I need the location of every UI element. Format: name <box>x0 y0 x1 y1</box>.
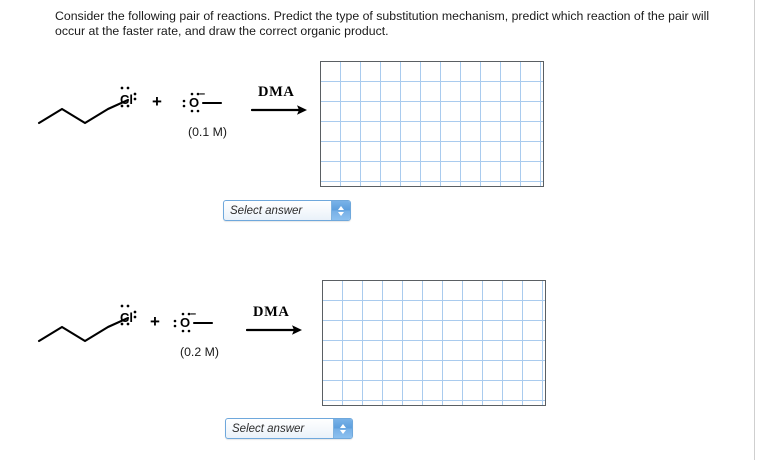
select-answer-1-spinner[interactable] <box>331 201 350 220</box>
solvent-label-2: DMA <box>253 304 290 320</box>
leaving-group-label-2: Cl <box>120 310 133 325</box>
chevron-up-icon[interactable] <box>340 423 346 428</box>
product-drawing-grid-2[interactable] <box>322 280 546 406</box>
chevron-down-icon[interactable] <box>338 211 344 216</box>
product-drawing-grid-1[interactable] <box>320 61 544 187</box>
nucleophile-charge-1: – <box>199 88 206 100</box>
reaction-arrow-1 <box>251 105 307 115</box>
nucleophile-concentration-1: (0.1 M) <box>188 125 227 139</box>
substrate-structure-1 <box>37 98 130 125</box>
nucleophile-charge-2: – <box>190 308 197 320</box>
methoxide-group-1 <box>182 92 223 113</box>
question-prompt: Consider the following pair of reactions… <box>55 9 710 38</box>
select-answer-1-value: Select answer <box>230 204 303 217</box>
substrate-structure-2 <box>37 316 130 343</box>
nucleophile-concentration-2: (0.2 M) <box>180 345 219 359</box>
chevron-down-icon[interactable] <box>340 429 346 434</box>
methoxide-group-2 <box>173 312 214 333</box>
select-answer-2[interactable]: Select answer <box>225 418 353 439</box>
grid-cells-2 <box>323 281 545 405</box>
select-answer-1[interactable]: Select answer <box>223 200 351 221</box>
chlorine-lone-pairs-2 <box>120 304 137 326</box>
nucleophile-atom-label-1: O <box>189 95 200 110</box>
plus-sign-2: + <box>150 312 160 331</box>
select-answer-2-spinner[interactable] <box>333 419 352 438</box>
chevron-up-icon[interactable] <box>338 205 344 210</box>
solvent-label-1: DMA <box>258 84 295 100</box>
nucleophile-atom-label-2: O <box>180 315 191 330</box>
plus-sign-1: + <box>152 92 162 111</box>
chlorine-lone-pairs-1 <box>120 86 137 108</box>
grid-cells-1 <box>321 62 543 186</box>
select-answer-2-value: Select answer <box>232 422 305 435</box>
reaction-arrow-2 <box>246 325 302 335</box>
leaving-group-label-1: Cl <box>120 92 133 107</box>
page-right-border <box>754 0 755 460</box>
